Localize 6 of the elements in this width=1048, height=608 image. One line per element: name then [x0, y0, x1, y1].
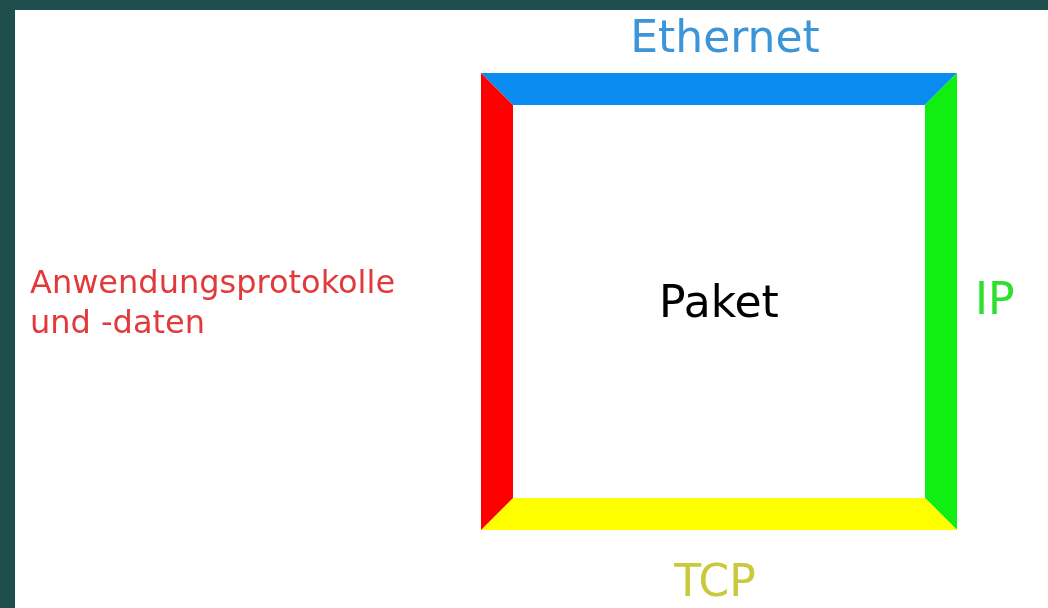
application-label: Anwendungsprotokolle und -daten — [30, 262, 397, 342]
ip-label: IP — [975, 272, 1016, 326]
tcp-label: TCP — [673, 556, 757, 606]
packet-frame — [481, 73, 957, 530]
packet-label: Paket — [659, 274, 779, 329]
ethernet-label: Ethernet — [629, 10, 821, 64]
